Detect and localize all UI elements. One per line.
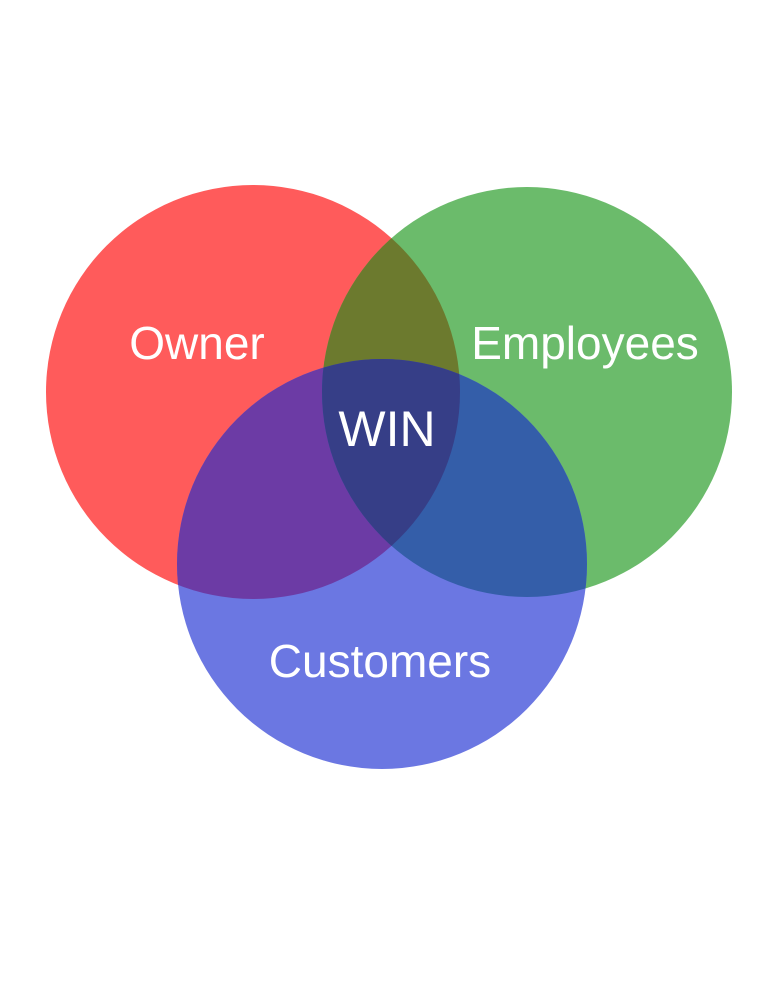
label-employees: Employees (471, 317, 699, 369)
label-owner: Owner (129, 317, 264, 369)
label-win: WIN (338, 401, 435, 457)
label-customers: Customers (269, 635, 491, 687)
